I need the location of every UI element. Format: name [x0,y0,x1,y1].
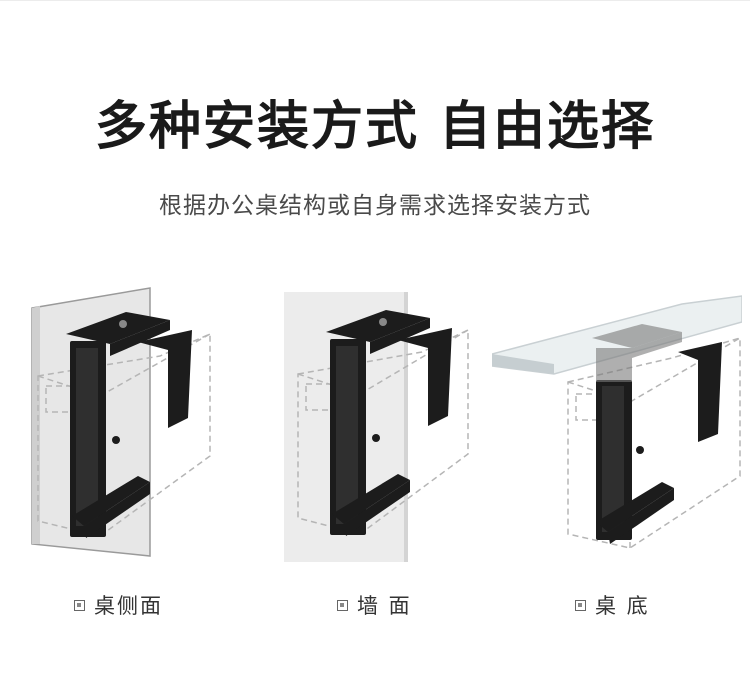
desk-side-mount-illustration [10,286,260,576]
top-divider [0,0,750,1]
square-bullet-icon [575,599,586,611]
page-subtitle: 根据办公桌结构或自身需求选择安装方式 [159,193,591,219]
option-wall[interactable]: 墙 面 [337,590,412,620]
option-label: 墙 面 [357,594,412,618]
option-under-desk[interactable]: 桌 底 [575,590,650,620]
wall-mount-illustration [272,286,522,576]
square-bullet-icon [74,599,85,611]
option-label: 桌 底 [595,594,650,618]
under-desk-mount-illustration [492,286,742,576]
square-bullet-icon [337,599,348,611]
option-label: 桌侧面 [94,594,163,618]
page-title: 多种安装方式 自由选择 [94,97,656,157]
option-desk-side[interactable]: 桌侧面 [74,590,163,620]
